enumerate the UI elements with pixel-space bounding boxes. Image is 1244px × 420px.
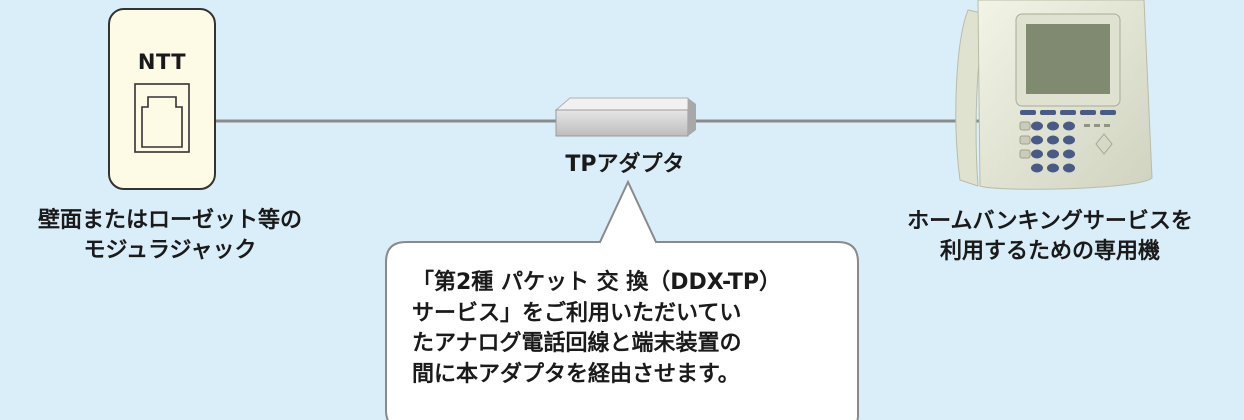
wall-jack-label-line-2: モジュラジャック [83, 238, 257, 263]
tp-adapter-label: TPアダプタ [565, 152, 685, 177]
tp-adapter-icon [554, 97, 696, 137]
jack-brand-label: NTT [137, 50, 187, 74]
terminal-label-line-2: 利用するための専用機 [939, 239, 1160, 264]
terminal-label-line-1: ホームバンキングサービスを [907, 209, 1193, 234]
wall-jack-label: 壁面またはローゼット等の モジュラジャック [10, 206, 330, 266]
wall-jack-label-line-1: 壁面またはローゼット等の [37, 208, 302, 233]
terminal-label: ホームバンキングサービスを 利用するための専用機 [880, 207, 1220, 267]
callout-line-3: たアナログ電話回線と端末装置の [412, 331, 742, 356]
callout-line-1: 「第2種 パケット 交 換（DDX-TP） [412, 270, 782, 295]
callout-text: 「第2種 パケット 交 換（DDX-TP） サービス」をご利用いただいてい たア… [412, 268, 832, 390]
callout-line-2: サービス」をご利用いただいてい [412, 300, 742, 326]
home-banking-terminal-icon [955, 0, 1153, 190]
modular-jack-icon [134, 83, 190, 153]
callout-line-4: 間に本アダプタを経由させます。 [412, 361, 740, 387]
